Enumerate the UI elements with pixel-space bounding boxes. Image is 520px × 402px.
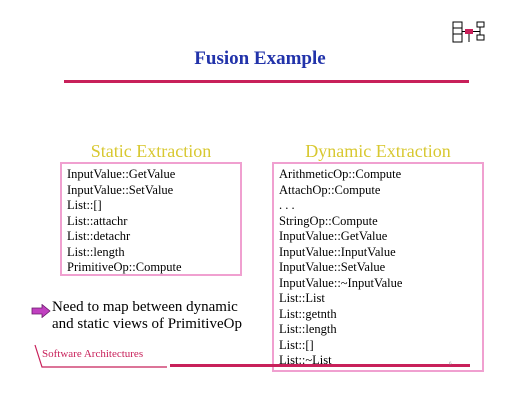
list-item: InputValue::GetValue — [279, 229, 388, 243]
list-item: InputValue::SetValue — [279, 260, 386, 274]
footer-label: Software Architectures — [42, 348, 144, 360]
list-item: List::length — [279, 322, 337, 336]
page-number: 6 — [449, 362, 452, 367]
footer-tab — [34, 344, 167, 368]
architecture-diagram-icon — [452, 21, 485, 43]
slide-title: Fusion Example — [194, 48, 326, 69]
list-item: List::[] — [279, 337, 314, 352]
list-item: List::[] — [67, 198, 102, 212]
list-item: StringOp::Compute — [279, 213, 378, 228]
dynamic-extraction-heading: Dynamic Extraction — [305, 141, 451, 161]
list-item: InputValue::~InputValue — [279, 275, 403, 290]
list-item: List::getnth — [279, 306, 337, 321]
list-item: PrimitiveOp::Compute — [67, 260, 182, 274]
list-item: List::~List — [279, 353, 332, 367]
footer-divider — [170, 364, 470, 367]
list-item: List::List — [279, 291, 325, 305]
static-extraction-heading: Static Extraction — [90, 141, 212, 161]
bullet-text: Need to map between dynamic and static v… — [52, 299, 242, 332]
list-item: InputValue::GetValue — [67, 167, 176, 181]
list-item: InputValue::InputValue — [279, 244, 396, 259]
right-arrow-icon — [31, 304, 51, 318]
list-item: . . . — [279, 198, 295, 212]
list-item: List::attachr — [67, 213, 128, 228]
list-item: AttachOp::Compute — [279, 182, 381, 197]
list-item: ArithmeticOp::Compute — [279, 167, 402, 181]
list-item: List::length — [67, 244, 125, 259]
list-item: List::detachr — [67, 229, 131, 243]
title-divider — [64, 80, 469, 83]
list-item: InputValue::SetValue — [67, 182, 174, 197]
